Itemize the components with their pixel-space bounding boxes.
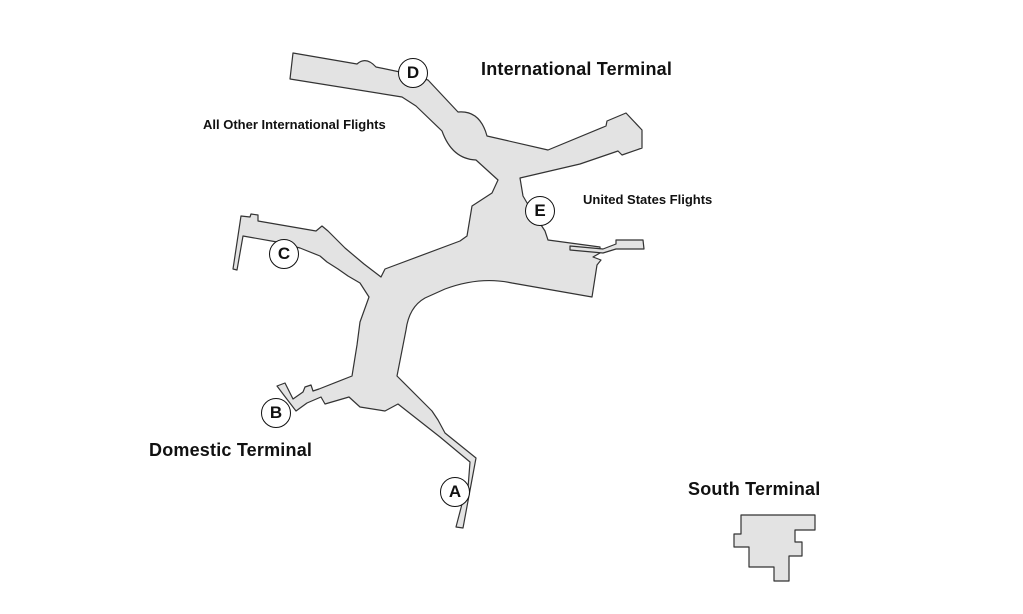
concourse-d-marker[interactable]: D bbox=[398, 58, 428, 88]
concourse-b-marker[interactable]: B bbox=[261, 398, 291, 428]
us-flights-pier[interactable] bbox=[569, 239, 645, 254]
all-other-international-label: All Other International Flights bbox=[203, 117, 386, 132]
main-terminal-building[interactable] bbox=[232, 52, 643, 529]
united-states-flights-label: United States Flights bbox=[583, 192, 713, 207]
international-terminal-label: International Terminal bbox=[481, 59, 673, 79]
south-terminal-building[interactable] bbox=[733, 514, 816, 582]
domestic-terminal-label: Domestic Terminal bbox=[149, 440, 313, 460]
concourse-c-marker[interactable]: C bbox=[269, 239, 299, 269]
concourse-a-marker[interactable]: A bbox=[440, 477, 470, 507]
south-terminal-label: South Terminal bbox=[688, 479, 821, 499]
concourse-e-marker[interactable]: E bbox=[525, 196, 555, 226]
